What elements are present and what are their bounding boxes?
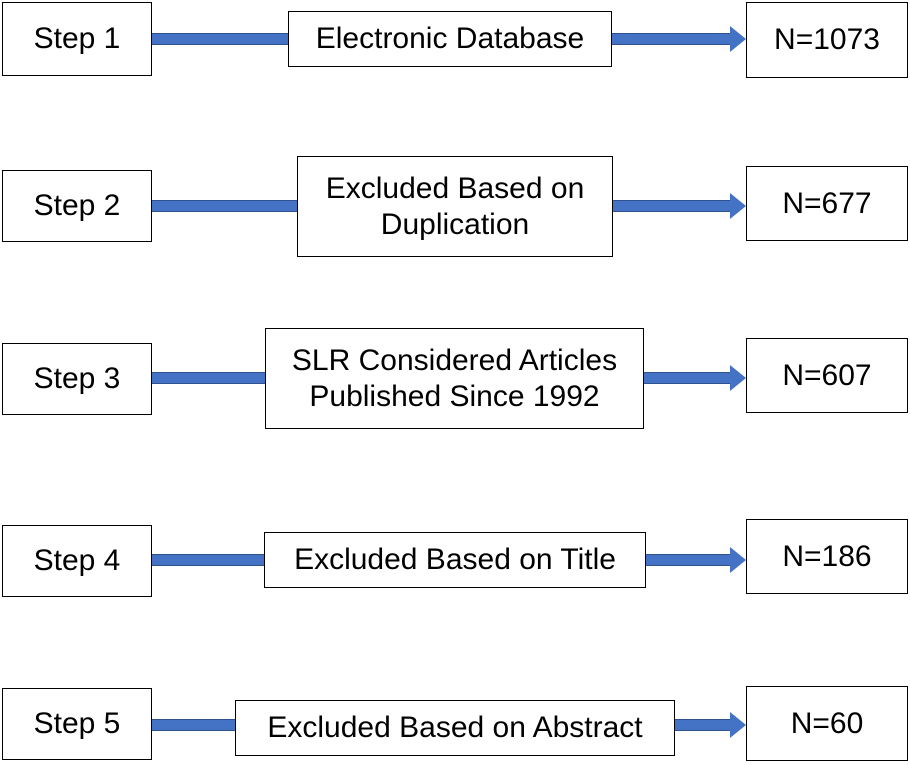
- step-1-arrow-shaft: [612, 33, 732, 45]
- step-3-process-line-2: Published Since 1992: [309, 379, 600, 413]
- step-2-count-box: N=677: [746, 166, 908, 241]
- step-2-arrow-shaft: [613, 200, 732, 212]
- step-4-process-box: Excluded Based on Title: [264, 532, 646, 588]
- step-1-label: Step 1: [33, 22, 121, 55]
- step-2-process-box: Excluded Based on Duplication: [297, 156, 613, 257]
- step-2-label: Step 2: [33, 189, 121, 222]
- step-1-label-box: Step 1: [2, 2, 152, 76]
- step-1-process-box: Electronic Database: [288, 11, 612, 67]
- step-5-count-box: N=60: [746, 686, 908, 761]
- step-4-count-box: N=186: [746, 519, 908, 594]
- step-1-connector: [152, 33, 288, 45]
- step-3-process-box: SLR Considered Articles Published Since …: [265, 328, 644, 429]
- step-4-arrow-shaft: [646, 554, 732, 566]
- step-5-process-line-1: Excluded Based on Abstract: [267, 711, 643, 744]
- step-5-label: Step 5: [33, 707, 121, 740]
- step-5-process-box: Excluded Based on Abstract: [235, 700, 675, 756]
- step-4-label-box: Step 4: [2, 525, 152, 597]
- step-2-label-box: Step 2: [2, 170, 152, 242]
- step-5-connector: [152, 719, 235, 731]
- step-5-arrow-shaft: [675, 719, 732, 731]
- step-1-count: N=1073: [774, 23, 880, 56]
- step-5-count: N=60: [790, 706, 864, 740]
- step-3-label-box: Step 3: [2, 343, 152, 415]
- step-3-count: N=607: [782, 358, 872, 392]
- step-1-count-box: N=1073: [746, 2, 908, 78]
- step-2-count: N=677: [782, 186, 872, 220]
- step-3-connector: [152, 372, 265, 384]
- step-4-label: Step 4: [33, 544, 121, 577]
- step-4-count: N=186: [782, 539, 872, 573]
- step-2-arrow-head: [730, 193, 746, 219]
- step-4-connector: [152, 554, 264, 566]
- step-2-connector: [152, 200, 297, 212]
- step-4-process-line-1: Excluded Based on Title: [294, 543, 616, 576]
- step-2-process-line-2: Duplication: [380, 207, 530, 241]
- step-2-process-line-1: Excluded Based on: [325, 171, 585, 205]
- step-4-arrow-head: [730, 547, 746, 573]
- step-3-process-line-1: SLR Considered Articles: [291, 343, 618, 377]
- step-3-count-box: N=607: [746, 338, 908, 413]
- step-5-label-box: Step 5: [2, 688, 152, 760]
- step-3-arrow-shaft: [644, 372, 732, 384]
- step-3-label: Step 3: [33, 362, 121, 395]
- step-1-arrow-head: [730, 26, 746, 52]
- step-1-process-line-1: Electronic Database: [315, 22, 585, 55]
- step-5-arrow-head: [730, 712, 746, 738]
- step-3-arrow-head: [730, 365, 746, 391]
